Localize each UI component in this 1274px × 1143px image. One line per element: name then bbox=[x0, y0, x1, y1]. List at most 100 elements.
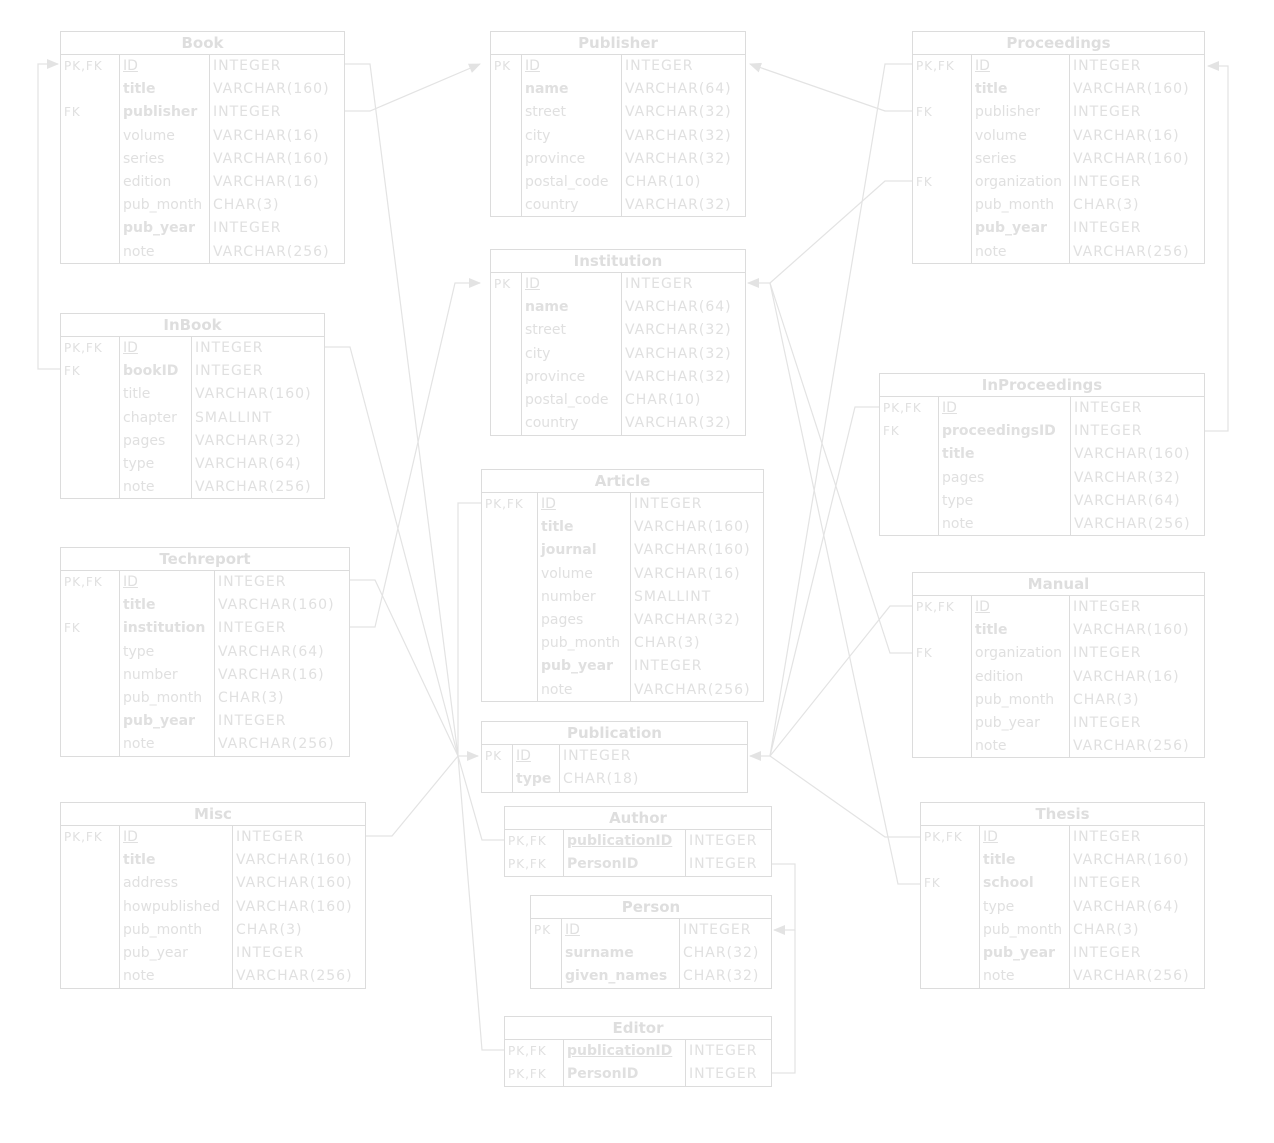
relation-book-publisher bbox=[345, 63, 481, 112]
table-title: Misc bbox=[61, 803, 365, 826]
field-key bbox=[913, 78, 971, 101]
field-type: VARCHAR(160) bbox=[1073, 852, 1190, 869]
field-key: PK,FK bbox=[485, 497, 524, 511]
field-name: title bbox=[123, 81, 156, 98]
field-name: given_names bbox=[565, 968, 668, 985]
field-key bbox=[921, 849, 979, 872]
field-key: FK bbox=[916, 174, 933, 189]
field-key: PK,FK bbox=[916, 59, 955, 73]
field-name: title bbox=[975, 81, 1008, 98]
field-key: PK,FK bbox=[64, 830, 103, 844]
field-name: pub_year bbox=[541, 658, 613, 675]
field-type: VARCHAR(32) bbox=[625, 197, 732, 214]
field-key: PK,FK bbox=[508, 1067, 547, 1082]
field-name: ID bbox=[123, 574, 138, 590]
field-type: INTEGER bbox=[634, 658, 703, 675]
field-name: title bbox=[123, 386, 151, 403]
field-name: ID bbox=[983, 829, 998, 845]
field-name: number bbox=[123, 666, 178, 683]
table-title: Thesis bbox=[921, 803, 1204, 826]
relation-article-publication bbox=[457, 502, 481, 756]
field-type: VARCHAR(160) bbox=[634, 519, 751, 536]
field-key: FK bbox=[916, 646, 933, 661]
field-type: VARCHAR(32) bbox=[195, 432, 302, 449]
field-type: VARCHAR(32) bbox=[1074, 469, 1181, 486]
field-name: note bbox=[123, 736, 155, 753]
field-type: VARCHAR(160) bbox=[236, 898, 353, 915]
field-key bbox=[491, 366, 521, 389]
field-name: ID bbox=[975, 58, 990, 74]
field-name: school bbox=[983, 875, 1034, 892]
field-type: VARCHAR(256) bbox=[634, 681, 751, 698]
relation-inbook-book bbox=[37, 59, 60, 370]
field-type: VARCHAR(64) bbox=[1073, 898, 1180, 915]
field-key bbox=[913, 666, 971, 689]
field-type: CHAR(32) bbox=[683, 968, 760, 985]
field-key bbox=[491, 171, 521, 194]
field-type: INTEGER bbox=[1073, 875, 1142, 892]
field-key bbox=[482, 655, 537, 678]
field-key bbox=[913, 735, 971, 758]
field-type: VARCHAR(256) bbox=[236, 968, 353, 985]
relation-inproceedings-publication bbox=[769, 406, 879, 757]
field-key bbox=[491, 78, 521, 101]
field-type: INTEGER bbox=[625, 58, 694, 74]
field-name: pub_year bbox=[975, 714, 1040, 731]
field-key bbox=[61, 430, 119, 453]
field-name: series bbox=[123, 150, 165, 167]
field-type: CHAR(3) bbox=[236, 921, 303, 938]
field-type: VARCHAR(160) bbox=[218, 597, 335, 614]
field-key: FK bbox=[924, 876, 941, 891]
field-key: PK,FK bbox=[883, 401, 922, 415]
field-type: INTEGER bbox=[689, 1066, 758, 1083]
field-type: CHAR(3) bbox=[213, 197, 280, 214]
field-name: type bbox=[123, 643, 155, 660]
field-name: number bbox=[541, 588, 596, 605]
relation-book-publication bbox=[345, 63, 479, 761]
field-key bbox=[61, 194, 119, 217]
field-type: INTEGER bbox=[1074, 423, 1143, 440]
field-key bbox=[61, 872, 119, 895]
field-key: FK bbox=[64, 105, 81, 120]
field-name: title bbox=[123, 852, 156, 869]
field-name: publicationID bbox=[567, 833, 673, 849]
field-name: organization bbox=[975, 173, 1063, 190]
field-type: VARCHAR(16) bbox=[213, 173, 320, 190]
field-name: organization bbox=[975, 645, 1063, 662]
field-key bbox=[491, 148, 521, 171]
field-type: INTEGER bbox=[213, 220, 282, 237]
field-name: ID bbox=[525, 276, 540, 292]
field-name: pub_month bbox=[123, 921, 203, 938]
field-type: VARCHAR(160) bbox=[1073, 81, 1190, 98]
field-type: VARCHAR(32) bbox=[625, 368, 732, 385]
field-type: CHAR(32) bbox=[683, 945, 760, 962]
field-key bbox=[61, 664, 119, 687]
field-name: name bbox=[525, 299, 569, 316]
field-key bbox=[913, 689, 971, 712]
field-name: note bbox=[123, 243, 155, 260]
field-type: VARCHAR(160) bbox=[1073, 150, 1190, 167]
field-name: pub_year bbox=[123, 944, 188, 961]
field-key bbox=[61, 594, 119, 617]
relation-inproceedings-proceedings bbox=[1205, 61, 1229, 432]
field-type: VARCHAR(256) bbox=[1074, 515, 1191, 532]
field-key: PK,FK bbox=[64, 341, 103, 355]
field-name: pages bbox=[942, 469, 985, 486]
field-type: CHAR(10) bbox=[625, 391, 702, 408]
field-key bbox=[921, 919, 979, 942]
field-type: VARCHAR(64) bbox=[195, 455, 302, 472]
key-column: PK,FK bbox=[61, 826, 119, 988]
field-key: PK,FK bbox=[64, 575, 103, 589]
